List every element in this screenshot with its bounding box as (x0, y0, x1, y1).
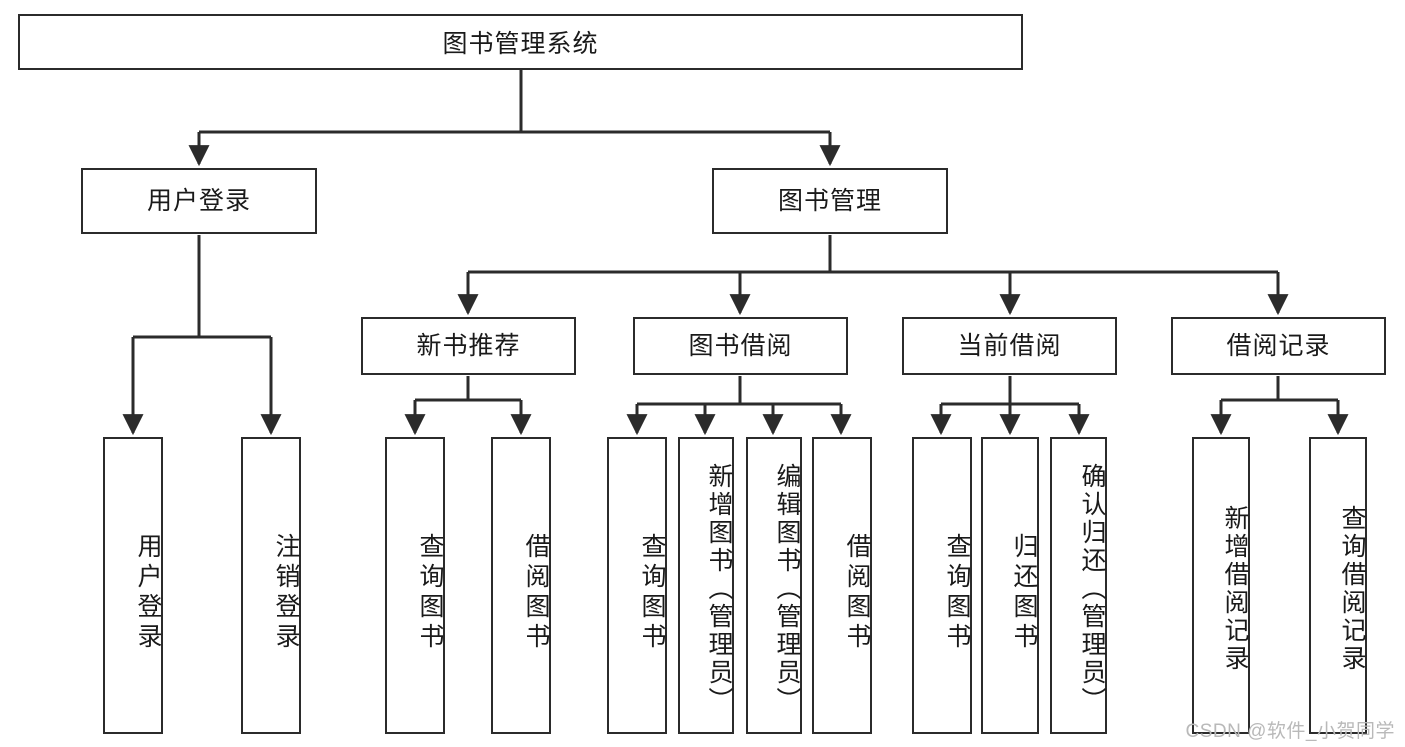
node-label: 图书借阅 (688, 332, 793, 360)
node-label: 查询图书 (638, 532, 666, 653)
node-label: 归还图书 (1010, 532, 1038, 653)
node-root-book-management-system[interactable]: 图书管理系统 (18, 14, 1023, 70)
leaf-query-book-current[interactable]: 查询图书 (912, 437, 972, 734)
node-new-book-recommend[interactable]: 新书推荐 (361, 317, 576, 375)
leaf-query-book-borrow[interactable]: 查询图书 (607, 437, 667, 734)
node-label: 注销登录 (272, 532, 300, 653)
leaf-user-login[interactable]: 用户登录 (103, 437, 163, 734)
csdn-watermark: CSDN @软件_小贺同学 (1185, 721, 1395, 742)
node-user-login[interactable]: 用户登录 (81, 168, 317, 234)
leaf-return-book[interactable]: 归还图书 (981, 437, 1039, 734)
node-borrow-record[interactable]: 借阅记录 (1171, 317, 1386, 375)
leaf-add-book[interactable]: 新增图书（管理员） (678, 437, 734, 734)
node-book-borrow[interactable]: 图书借阅 (633, 317, 848, 375)
node-label: 新增图书（管理员） (705, 462, 733, 715)
node-label: 查询借阅记录 (1338, 504, 1366, 673)
leaf-query-borrow-record[interactable]: 查询借阅记录 (1309, 437, 1367, 734)
node-label: 借阅记录 (1226, 332, 1331, 360)
leaf-confirm-return[interactable]: 确认归还（管理员） (1050, 437, 1107, 734)
node-label: 借阅图书 (522, 532, 550, 653)
leaf-borrow-book-recommend[interactable]: 借阅图书 (491, 437, 551, 734)
node-label: 新书推荐 (416, 332, 521, 360)
node-label: 确认归还（管理员） (1078, 462, 1106, 715)
node-label: 编辑图书（管理员） (773, 462, 801, 715)
node-current-borrow[interactable]: 当前借阅 (902, 317, 1117, 375)
leaf-edit-book[interactable]: 编辑图书（管理员） (746, 437, 802, 734)
leaf-borrow-book[interactable]: 借阅图书 (812, 437, 872, 734)
node-book-manage[interactable]: 图书管理 (712, 168, 948, 234)
leaf-query-book-recommend[interactable]: 查询图书 (385, 437, 445, 734)
node-label: 查询图书 (943, 532, 971, 653)
node-label: 用户登录 (134, 532, 162, 653)
leaf-logout[interactable]: 注销登录 (241, 437, 301, 734)
node-label: 当前借阅 (957, 332, 1062, 360)
node-label: 图书管理 (777, 187, 882, 215)
node-label: 图书管理系统 (442, 30, 599, 58)
node-label: 借阅图书 (843, 532, 871, 653)
node-label: 用户登录 (146, 187, 251, 215)
node-label: 查询图书 (416, 532, 444, 653)
node-label: 新增借阅记录 (1221, 504, 1249, 673)
leaf-add-borrow-record[interactable]: 新增借阅记录 (1192, 437, 1250, 734)
